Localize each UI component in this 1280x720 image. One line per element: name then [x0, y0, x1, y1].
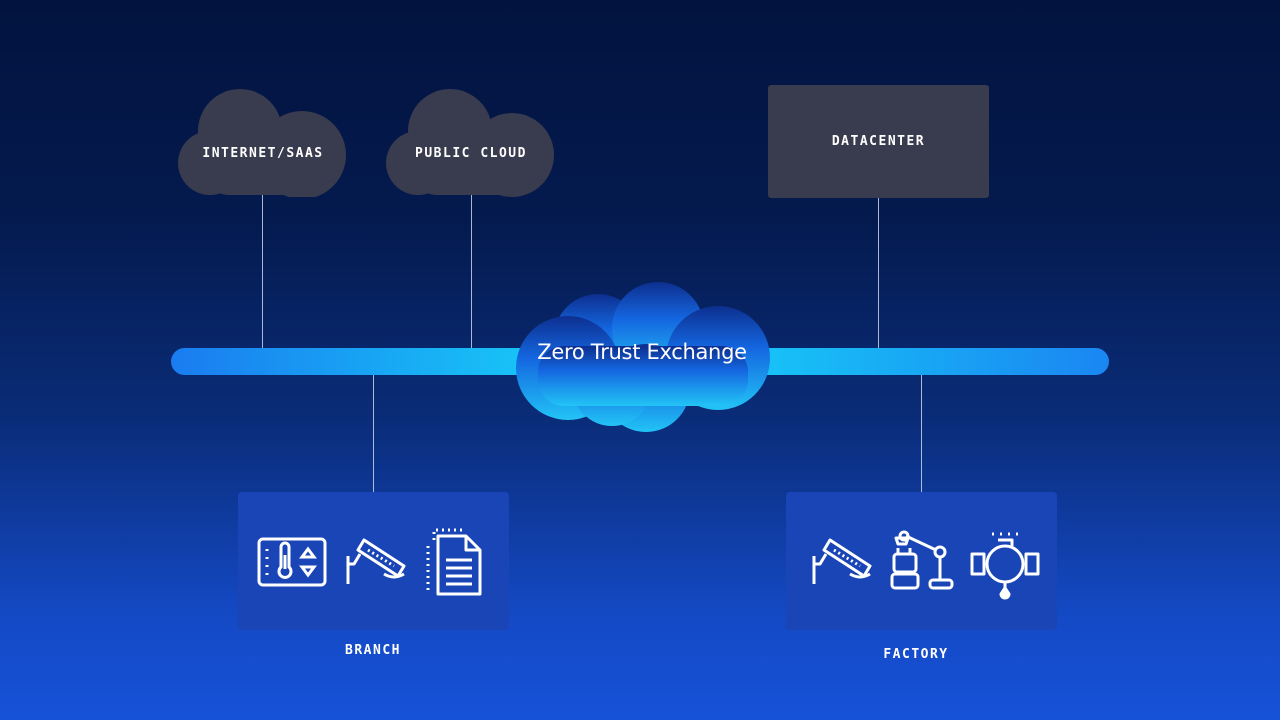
internet-saas-label: INTERNET/SAAS: [202, 146, 324, 161]
security-camera-icon: [346, 538, 406, 584]
document-icon: [426, 528, 482, 596]
security-camera-icon: [812, 538, 872, 584]
connector-public-cloud: [471, 194, 472, 349]
thermostat-icon: [257, 537, 327, 587]
datacenter-label: DATACENTER: [831, 134, 926, 149]
connector-datacenter: [878, 197, 879, 349]
connector-branch: [373, 374, 374, 492]
branch-label: BRANCH: [345, 643, 401, 658]
robot-arm-icon: [890, 530, 954, 590]
zero-trust-exchange-label: Zero Trust Exchange: [537, 340, 747, 364]
internet-saas-node: INTERNET/SAAS: [178, 87, 348, 197]
public-cloud-node: PUBLIC CLOUD: [386, 87, 556, 197]
datacenter-node: DATACENTER: [768, 85, 989, 198]
factory-label: FACTORY: [883, 647, 949, 662]
zero-trust-exchange-node: [508, 276, 776, 436]
connector-factory: [921, 374, 922, 492]
factory-panel: [786, 492, 1057, 630]
branch-panel: [238, 492, 509, 630]
pipe-valve-icon: [970, 532, 1040, 600]
cloud-shape: [178, 89, 346, 197]
zte-cloud-shape: [516, 282, 770, 432]
public-cloud-label: PUBLIC CLOUD: [415, 146, 527, 161]
connector-internet: [262, 194, 263, 349]
cloud-shape: [386, 89, 554, 197]
